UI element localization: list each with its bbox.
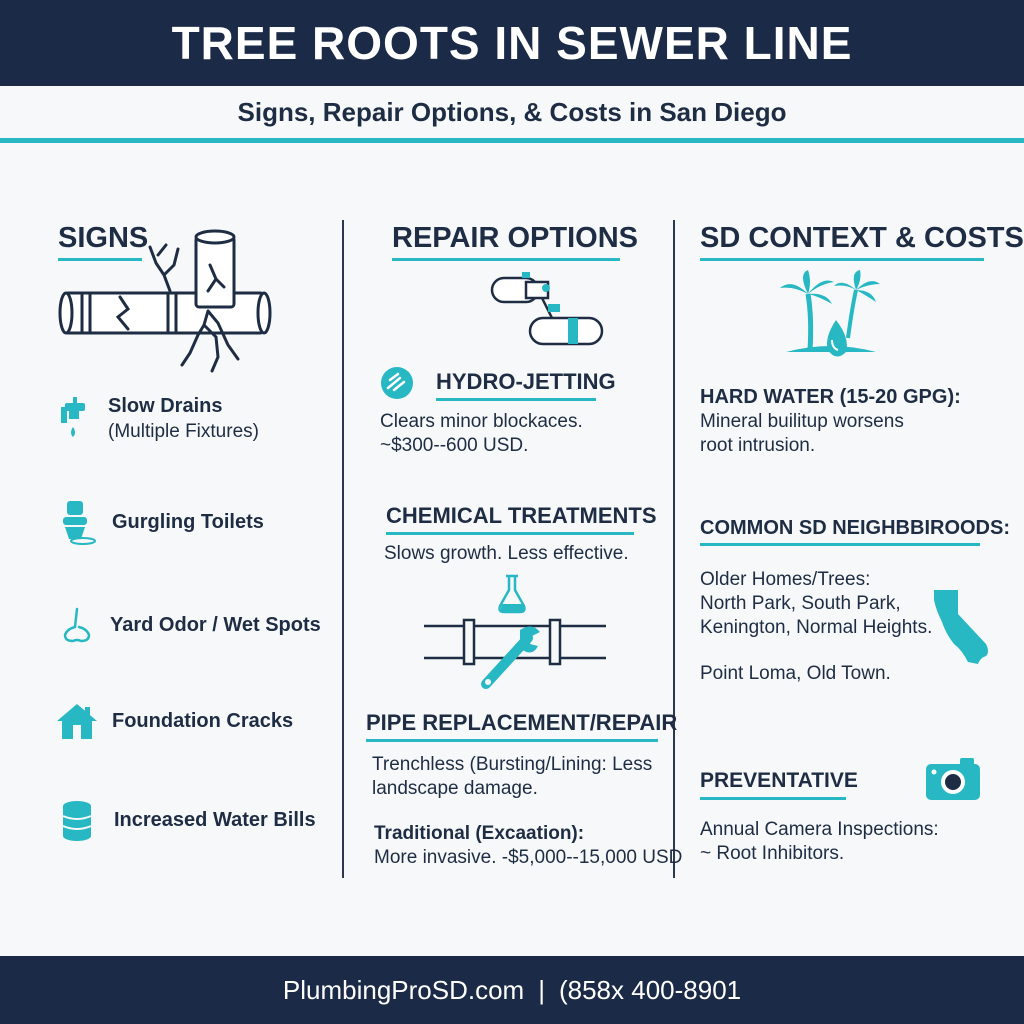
trenchless-line2: landscape damage. bbox=[372, 778, 538, 799]
page-subtitle: Signs, Repair Options, & Costs in San Di… bbox=[237, 96, 787, 127]
chemical-treatments-underline bbox=[386, 532, 634, 535]
sign-slow-drains: Slow Drains (Multiple Fixtures) bbox=[52, 393, 259, 445]
house-icon bbox=[52, 696, 102, 746]
preventative-line2: ~ Root Inhibitors. bbox=[700, 843, 845, 864]
sign-sublabel: (Multiple Fixtures) bbox=[108, 421, 259, 442]
cracked-pipe-roots-icon bbox=[58, 225, 278, 375]
sign-foundation-cracks: Foundation Cracks bbox=[52, 696, 293, 746]
sign-gurgling-toilets: Gurgling Toilets bbox=[52, 497, 264, 547]
pipe-valves-icon bbox=[486, 268, 612, 358]
preventative-line1: Annual Camera Inspections: bbox=[700, 819, 939, 840]
signs-title: SIGNS bbox=[58, 222, 149, 254]
california-map-icon bbox=[928, 586, 998, 666]
neighborhoods-line4: Point Loma, Old Town. bbox=[700, 663, 891, 684]
header-divider bbox=[0, 138, 1024, 143]
hydro-jetting-line1: Clears minor blockaces. bbox=[380, 411, 583, 432]
faucet-icon bbox=[52, 394, 102, 444]
water-jet-icon bbox=[380, 366, 414, 400]
sign-label: Yard Odor / Wet Spots bbox=[110, 614, 321, 636]
hydro-jetting-title: HYDRO-JETTING bbox=[436, 369, 616, 394]
camera-icon bbox=[924, 756, 982, 802]
context-title: SD CONTEXT & COSTS bbox=[700, 222, 1024, 254]
traditional-cost: More invasive. -$5,000--15,000 USD bbox=[374, 847, 683, 868]
hydro-jetting-underline bbox=[436, 398, 596, 401]
neighborhoods-underline bbox=[700, 543, 980, 546]
preventative-title: PREVENTATIVE bbox=[700, 769, 858, 792]
pipe-wrench-flask-icon bbox=[420, 572, 610, 692]
neighborhoods-line3: Kenington, Normal Heights. bbox=[700, 617, 933, 638]
footer-phone-link[interactable]: (858x 400-8901 bbox=[558, 974, 742, 1005]
repair-title: REPAIR OPTIONS bbox=[392, 222, 638, 254]
sign-label: Gurgling Toilets bbox=[112, 511, 264, 533]
hydro-jetting-cost: ~$300--600 USD. bbox=[380, 435, 529, 456]
hard-water-title: HARD WATER (15-20 GPG): bbox=[700, 386, 961, 408]
repair-underline bbox=[392, 258, 620, 261]
sign-label: Slow Drains bbox=[108, 395, 223, 417]
toilet-icon bbox=[52, 497, 102, 547]
neighborhoods-line1: Older Homes/Trees: bbox=[700, 569, 871, 590]
pipe-replacement-title: PIPE REPLACEMENT/REPAIR bbox=[366, 710, 678, 735]
header-bar: TREE ROOTS IN SEWER LINE bbox=[0, 0, 1024, 86]
hard-water-line2: root intrusion. bbox=[700, 435, 816, 456]
chemical-treatments-title: CHEMICAL TREATMENTS bbox=[386, 503, 657, 528]
footer-bar: PlumbingProSD.com | (858x 400-8901 bbox=[0, 956, 1024, 1024]
preventative-underline bbox=[700, 797, 846, 800]
traditional-title: Traditional (Excaation): bbox=[374, 823, 585, 844]
footer-separator: | bbox=[538, 974, 545, 1005]
page-title: TREE ROOTS IN SEWER LINE bbox=[171, 17, 853, 69]
column-divider-right bbox=[673, 220, 675, 878]
sign-label: Increased Water Bills bbox=[114, 809, 316, 831]
trenchless-line1: Trenchless (Bursting/Lining: Less bbox=[372, 754, 653, 775]
sign-increased-water-bills: Increased Water Bills bbox=[52, 795, 316, 845]
chemical-treatments-line1: Slows growth. Less effective. bbox=[384, 543, 629, 564]
footer-website-link[interactable]: PlumbingProSD.com bbox=[282, 974, 525, 1005]
sign-yard-odor: Yard Odor / Wet Spots bbox=[52, 600, 321, 650]
palm-trees-drop-icon bbox=[776, 268, 886, 368]
sign-label: Foundation Cracks bbox=[112, 710, 294, 732]
pipe-replacement-underline bbox=[366, 739, 658, 742]
coin-stack-icon bbox=[52, 795, 102, 845]
context-underline bbox=[700, 258, 984, 261]
neighborhoods-title: COMMON SD NEIGHBBIROODS: bbox=[700, 517, 1010, 539]
column-divider-left bbox=[342, 220, 344, 878]
hard-water-line1: Mineral builitup worsens bbox=[700, 411, 904, 432]
nose-icon bbox=[52, 600, 102, 650]
signs-underline bbox=[58, 258, 142, 261]
neighborhoods-line2: North Park, South Park, bbox=[700, 593, 901, 614]
